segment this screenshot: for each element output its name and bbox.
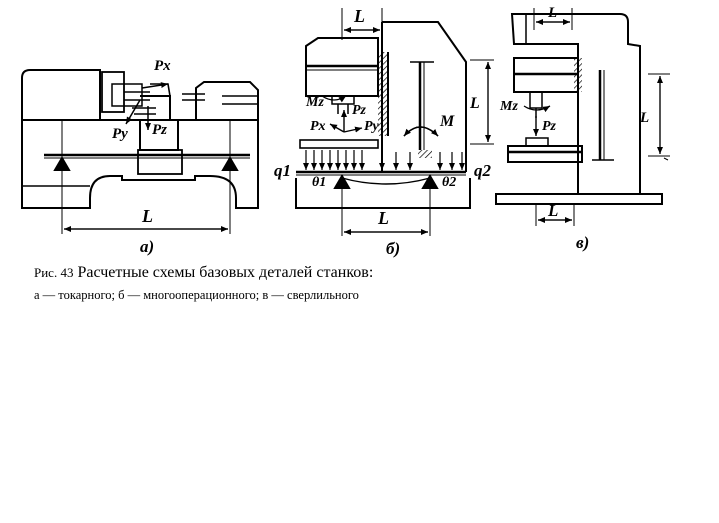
drill-column <box>510 13 641 195</box>
label-b-length-bottom: L <box>377 208 389 228</box>
panel-a-labels: Px Py Pz L а) <box>112 58 171 256</box>
label-c-length-side: L <box>639 110 649 126</box>
label-b-theta2: θ2 <box>442 175 456 190</box>
label-b-q2: q2 <box>474 161 492 180</box>
bed <box>295 178 471 209</box>
label-b-px: Px <box>310 119 326 134</box>
label-c-pz: Pz <box>542 119 557 134</box>
label-b-theta1: θ1 <box>312 175 326 190</box>
figure-number: Рис. 43 <box>34 265 74 280</box>
label-a-length: L <box>141 206 153 226</box>
panel-a-lathe <box>21 69 259 234</box>
label-c-length-bottom: L <box>547 201 558 220</box>
panel-c-labels: L L L Mz Pz в) <box>499 5 649 252</box>
panel-a-tag: а) <box>140 237 154 256</box>
figure-caption-subtitle: а — токарного; б — многооперационного; в… <box>34 288 359 302</box>
label-a-pz: Pz <box>152 122 167 138</box>
lathe-tailstock <box>195 81 259 120</box>
label-c-mz: Mz <box>499 99 518 114</box>
panel-b-machining-centre <box>295 8 494 236</box>
lathe-bed <box>21 119 259 209</box>
panel-b-labels: L L L Mz Pz Px Py M q1 q2 θ1 θ2 б) <box>274 6 492 258</box>
panel-b-tag: б) <box>386 239 400 258</box>
label-a-py: Py <box>112 126 128 142</box>
drill-base <box>495 193 663 205</box>
caption-title-text: Расчетные схемы базовых деталей станков: <box>77 264 374 281</box>
figure-caption-title: Рис. 43 Расчетные схемы базовых деталей … <box>34 264 373 282</box>
panel-c-tag: в) <box>576 233 589 252</box>
label-b-moment: M <box>439 113 455 130</box>
lathe-headstock <box>21 69 101 120</box>
table <box>299 139 379 149</box>
label-a-px: Px <box>154 58 171 74</box>
label-b-length-side: L <box>469 95 480 112</box>
label-b-pz: Pz <box>352 103 367 118</box>
label-b-mz: Mz <box>305 95 324 110</box>
label-b-length-top: L <box>353 6 365 26</box>
label-b-q1: q1 <box>274 161 291 180</box>
label-c-length-top: L <box>547 5 557 21</box>
panel-c-drilling-machine <box>495 8 670 226</box>
label-b-py: Py <box>364 119 380 134</box>
drill-table <box>507 145 583 163</box>
